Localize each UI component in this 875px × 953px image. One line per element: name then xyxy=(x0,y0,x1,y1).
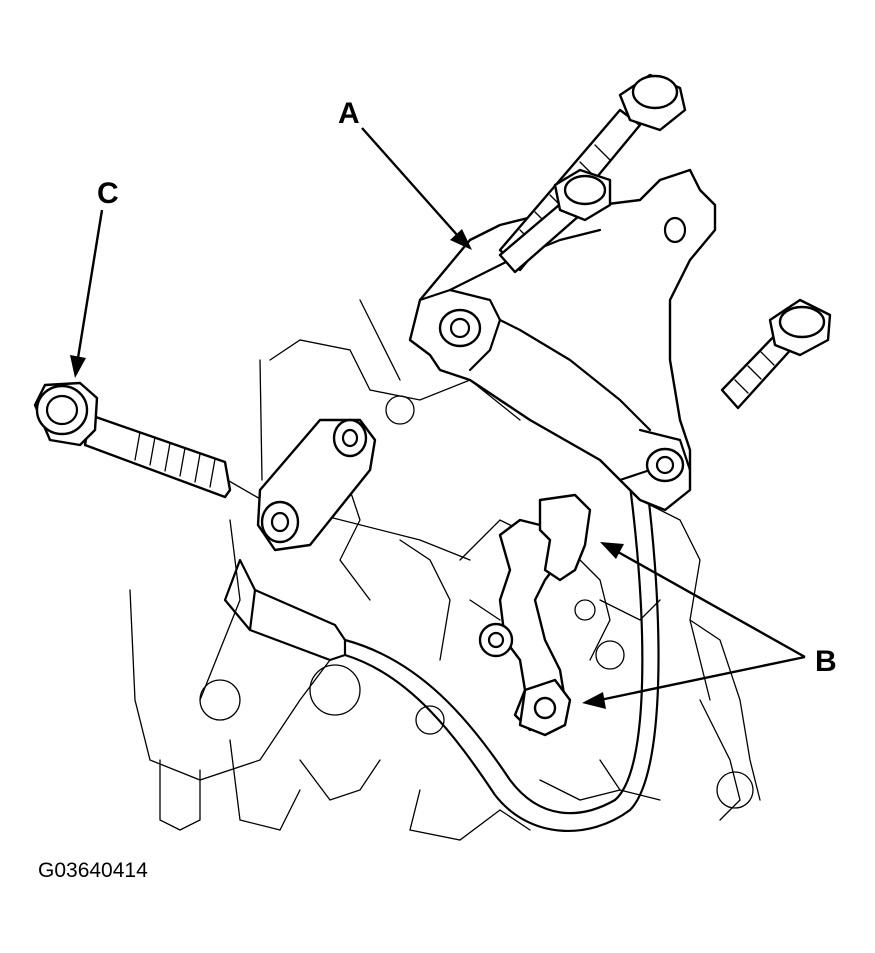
bolt-c xyxy=(33,381,232,499)
callout-label-c: C xyxy=(97,177,119,210)
callout-arrow-c xyxy=(70,209,104,378)
callout-label-a: A xyxy=(338,97,360,130)
clamp-bracket xyxy=(478,493,592,737)
engine-block-outline xyxy=(129,299,761,841)
hose xyxy=(223,468,660,832)
engine-boss xyxy=(256,418,377,552)
middle-bolt xyxy=(498,168,612,274)
callout-arrow-a xyxy=(361,127,472,250)
callout-arrow-b-lower xyxy=(582,655,806,709)
callout-label-b: B xyxy=(815,645,837,678)
right-bolt xyxy=(720,298,832,410)
figure-code: G03640414 xyxy=(38,859,148,882)
callout-arrow-b-upper xyxy=(600,542,806,659)
